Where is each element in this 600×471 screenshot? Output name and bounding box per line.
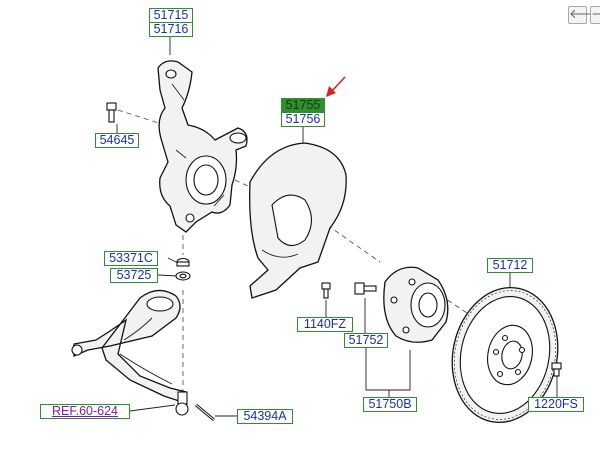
brake-disc [451, 286, 559, 424]
part-label-51755-highlighted[interactable]: 51755 [281, 98, 325, 113]
hub-assembly [383, 266, 449, 343]
part-label-54394A[interactable]: 54394A [237, 409, 293, 424]
reference-link-60-624[interactable]: REF.60-624 [40, 404, 130, 419]
bolt-54645 [106, 102, 117, 123]
part-label-51715[interactable]: 51715 [149, 8, 193, 23]
bolt-1140FZ [321, 282, 331, 299]
forward-arrow-icon[interactable]: 🡒 [590, 6, 600, 24]
part-label-51716[interactable]: 51716 [149, 22, 193, 37]
screw-1220FS [551, 362, 562, 377]
part-label-51750B[interactable]: 51750B [363, 397, 417, 412]
part-label-1220FS[interactable]: 1220FS [528, 397, 584, 412]
part-label-1140FZ[interactable]: 1140FZ [297, 317, 353, 332]
back-arrow-icon[interactable]: 🡐 [568, 6, 600, 24]
hub-bolt-51752 [354, 282, 377, 295]
part-label-54645[interactable]: 54645 [95, 133, 139, 148]
lower-control-arm [71, 289, 189, 416]
nut-53371C [176, 257, 190, 267]
part-label-51756[interactable]: 51756 [281, 112, 325, 127]
part-label-51752[interactable]: 51752 [344, 333, 388, 348]
part-label-51712[interactable]: 51712 [487, 258, 533, 273]
split-pin-54394A [195, 403, 215, 422]
pointer-arrow [326, 76, 346, 97]
assembly-axis [117, 109, 561, 366]
washer-53725 [175, 271, 191, 281]
part-label-53725[interactable]: 53725 [110, 268, 158, 283]
steering-knuckle [157, 60, 248, 233]
part-label-53371C[interactable]: 53371C [104, 251, 158, 266]
dust-cover [249, 142, 347, 299]
